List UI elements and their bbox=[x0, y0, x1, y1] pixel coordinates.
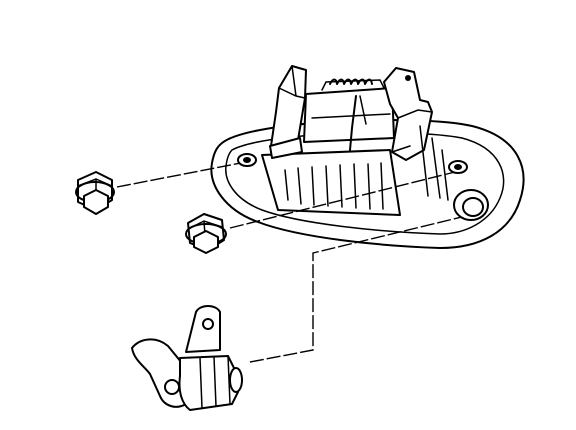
handle-right-bracket bbox=[383, 67, 449, 201]
lock-tab bbox=[185, 305, 221, 353]
handle-lock-bore bbox=[453, 189, 489, 221]
handle-left-stud bbox=[237, 153, 257, 167]
handle-paddle bbox=[261, 149, 401, 216]
leader-nut-lower bbox=[229, 171, 456, 229]
handle-left-bracket bbox=[269, 65, 307, 159]
handle-right-stud bbox=[448, 160, 468, 174]
leader-nut-upper bbox=[116, 161, 247, 188]
hex-nut-lower bbox=[185, 213, 227, 254]
handle-spring-linkage bbox=[303, 78, 395, 151]
leader-lines bbox=[116, 161, 471, 363]
leader-lock-cylinder bbox=[249, 214, 471, 363]
lock-cylinder bbox=[131, 305, 243, 411]
door-handle-assembly bbox=[210, 65, 525, 249]
hex-nut-upper bbox=[75, 171, 115, 215]
